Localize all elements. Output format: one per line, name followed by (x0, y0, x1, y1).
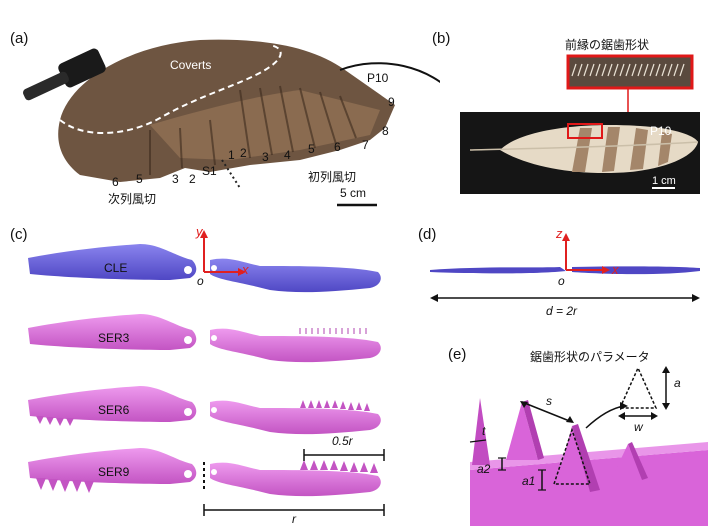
param-title: 鋸歯形状のパラメータ (530, 350, 650, 364)
serration-title: 前縁の鋸歯形状 (565, 38, 650, 52)
feather-id-label: P10 (650, 124, 672, 138)
model-label-ser3: SER3 (98, 331, 130, 345)
model-label-cle: CLE (104, 261, 128, 275)
primary-9: 9 (388, 95, 395, 109)
panel-d-label: (d) (418, 226, 437, 243)
primary-8: 8 (382, 124, 389, 138)
param-a: a (674, 376, 681, 390)
primary-p10: P10 (367, 71, 389, 85)
param-s: s (546, 394, 552, 408)
half-span-label: 0.5r (332, 434, 353, 448)
span-label: r (292, 512, 296, 526)
primary-7: 7 (362, 138, 369, 152)
primary-6: 6 (334, 140, 341, 154)
param-a1: a1 (522, 474, 536, 488)
axis-z-label-d: z (556, 226, 563, 241)
model-label-ser9: SER9 (98, 465, 130, 479)
secondary-5: 5 (136, 172, 143, 186)
param-a2: a2 (477, 462, 491, 476)
panel-b-label: (b) (432, 30, 451, 47)
param-w: w (634, 420, 643, 434)
serration-parameter-diagram (469, 366, 708, 526)
secondary-6: 6 (112, 175, 119, 189)
panel-c-label: (c) (10, 226, 28, 243)
wing-photo (23, 39, 440, 207)
panel-e-label: (e) (448, 346, 467, 363)
origin-label-d: o (558, 274, 565, 288)
panel-a-label: (a) (10, 30, 29, 47)
secondaries-label: 次列風切 (108, 192, 157, 206)
primary-2: 2 (240, 146, 247, 160)
primary-1: 1 (228, 148, 235, 162)
origin-label-c: o (197, 274, 204, 288)
feather-photo (460, 54, 700, 194)
span-label-d: d = 2r (546, 304, 578, 318)
primaries-label: 初列風切 (308, 170, 357, 184)
axis-x-label-d: x (612, 262, 619, 277)
secondary-s1: S1 (202, 164, 217, 178)
axis-x-label-c: x (242, 262, 249, 277)
axis-y-label-c: y (196, 224, 203, 239)
coverts-label: Coverts (170, 58, 212, 72)
scale-bar-label-a: 5 cm (340, 186, 367, 200)
primary-4: 4 (284, 148, 291, 162)
wing-side-view (430, 233, 700, 302)
primary-3: 3 (262, 150, 269, 164)
secondary-3: 3 (172, 172, 179, 186)
secondary-2: 2 (189, 172, 196, 186)
scale-bar-label-b: 1 cm (652, 175, 676, 187)
param-t: t (482, 424, 486, 438)
model-wings-diagram (28, 230, 385, 516)
model-label-ser6: SER6 (98, 403, 130, 417)
primary-5: 5 (308, 142, 315, 156)
